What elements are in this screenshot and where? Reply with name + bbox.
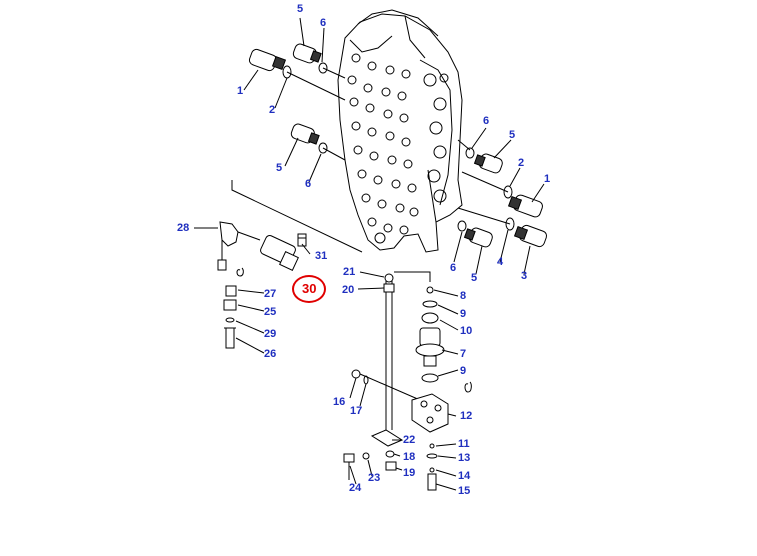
oring-9-lower [421, 373, 439, 383]
oring-13 [426, 453, 438, 459]
part-label-5: 5 [471, 272, 478, 284]
part-label-1: 1 [544, 173, 551, 185]
bolt-16 [351, 369, 361, 379]
part-label-27: 27 [264, 288, 277, 300]
part-label-2: 2 [518, 157, 525, 169]
part-label-18: 18 [403, 451, 416, 463]
bracket-22 [370, 429, 404, 447]
bolt-15 [427, 473, 437, 491]
valve-body [337, 13, 463, 253]
solenoid-1-right [507, 194, 543, 218]
part-label-16: 16 [333, 396, 346, 408]
part-label-5: 5 [297, 3, 304, 15]
nut-19 [385, 461, 397, 471]
part-label-5: 5 [509, 129, 516, 141]
oring-6-top [318, 62, 328, 74]
valve-body-ports [347, 53, 449, 244]
bolt-26 [224, 327, 236, 349]
washer-29 [225, 317, 235, 323]
part-label-15: 15 [458, 485, 471, 497]
bolt-31 [297, 233, 307, 247]
part-label-19: 19 [403, 467, 416, 479]
sensor-28 [217, 221, 239, 271]
highlight-circle-30 [292, 275, 326, 303]
solenoid-5-mid [290, 123, 320, 145]
part-label-20: 20 [342, 284, 355, 296]
part-label-29: 29 [264, 328, 277, 340]
part-label-28: 28 [177, 222, 190, 234]
fitting-21 [384, 273, 394, 283]
part-label-21: 21 [343, 266, 356, 278]
oring-6-right-upper [465, 147, 475, 159]
part-label-6: 6 [450, 262, 457, 274]
fitting-20 [383, 283, 395, 293]
part-label-17: 17 [350, 405, 363, 417]
part-label-highlighted: 30 [302, 281, 317, 296]
part-label-9: 9 [460, 308, 467, 320]
valve-7 [415, 327, 445, 367]
part-label-11: 11 [458, 438, 470, 450]
part-label-24: 24 [349, 482, 362, 494]
part-label-12: 12 [460, 410, 473, 422]
part-label-10: 10 [460, 325, 473, 337]
oring-6-right-lower [457, 220, 467, 232]
oring-9-upper [422, 300, 438, 308]
washer-17 [363, 375, 369, 385]
oring-10 [421, 312, 439, 324]
solenoid-1-top [248, 48, 287, 72]
part-label-22: 22 [403, 434, 416, 446]
part-label-5: 5 [276, 162, 283, 174]
oring-2-right [503, 185, 513, 199]
solenoid-3-right [513, 224, 548, 248]
part-label-23: 23 [368, 472, 381, 484]
solenoid-5-right-lower [463, 227, 493, 248]
part-label-14: 14 [458, 470, 471, 482]
washer-14 [429, 467, 435, 473]
part-label-25: 25 [264, 306, 277, 318]
spacer-27 [225, 285, 237, 297]
part-label-4: 4 [497, 256, 504, 268]
collar-25 [223, 299, 237, 311]
plug-8 [426, 286, 434, 294]
part-label-7: 7 [460, 348, 467, 360]
part-label-13: 13 [458, 452, 471, 464]
part-label-1: 1 [237, 85, 244, 97]
solenoid-5-top [292, 43, 322, 64]
bolt-24 [343, 453, 355, 480]
part-label-8: 8 [460, 290, 467, 302]
part-label-6: 6 [305, 178, 312, 190]
part-label-31: 31 [315, 250, 328, 262]
washer-23 [362, 452, 370, 460]
solenoid-5-right [473, 153, 503, 174]
block-12 [411, 393, 449, 433]
oring-6-mid [318, 142, 328, 154]
sensor-30 [260, 234, 299, 271]
oring-4-right [505, 217, 515, 231]
part-label-6: 6 [320, 17, 327, 29]
part-label-3: 3 [521, 270, 528, 282]
part-label-6: 6 [483, 115, 490, 127]
washer-18 [385, 450, 395, 458]
part-label-2: 2 [269, 104, 276, 116]
washer-11 [429, 443, 435, 449]
part-label-9: 9 [460, 365, 467, 377]
part-label-26: 26 [264, 348, 277, 360]
